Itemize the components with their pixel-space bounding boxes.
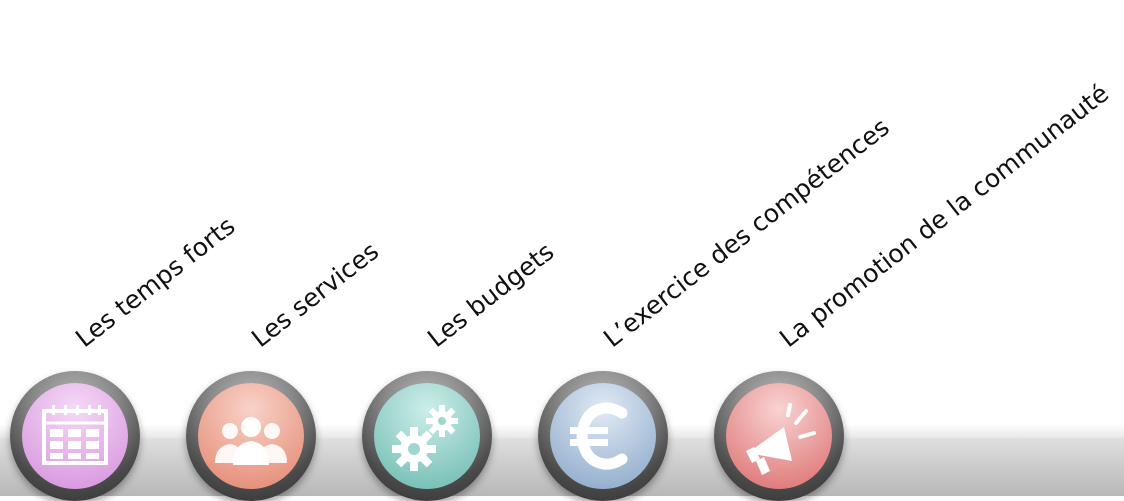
item-competences[interactable] bbox=[538, 371, 668, 501]
label-services: Les services bbox=[246, 236, 385, 353]
item-services[interactable] bbox=[186, 371, 316, 501]
gears-icon bbox=[374, 383, 480, 489]
label-temps-forts: Les temps forts bbox=[70, 211, 241, 353]
item-temps-forts[interactable] bbox=[10, 371, 140, 501]
calendar-icon bbox=[22, 383, 128, 489]
item-promotion[interactable] bbox=[714, 371, 844, 501]
euro-icon bbox=[550, 383, 656, 489]
megaphone-icon bbox=[726, 383, 832, 489]
label-promotion: La promotion de la communauté bbox=[774, 78, 1115, 353]
label-competences: L’exercice des compétences bbox=[598, 112, 895, 353]
item-budgets[interactable] bbox=[362, 371, 492, 501]
label-budgets: Les budgets bbox=[422, 236, 560, 353]
people-icon bbox=[198, 383, 304, 489]
